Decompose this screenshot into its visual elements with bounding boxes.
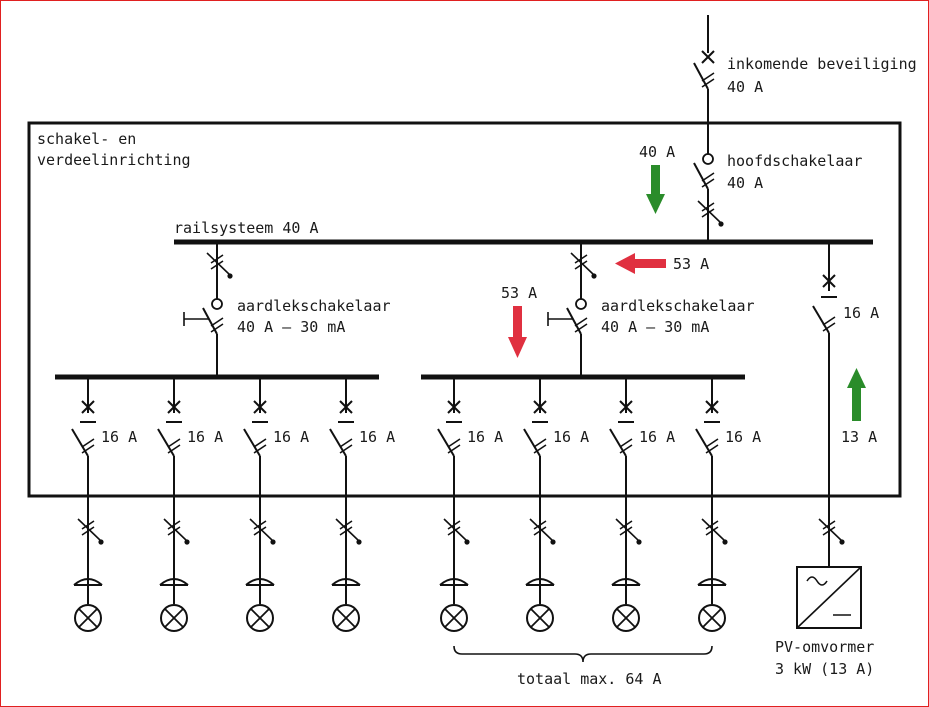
arrow-pv-up [847, 368, 866, 421]
pv-inverter [796, 566, 862, 629]
incoming-rating-label: 40 A [727, 78, 763, 96]
rcd-right-label: aardlekschakelaar [601, 297, 755, 315]
breaker-rating-label: 16 A [725, 428, 761, 446]
socket-symbol [697, 578, 727, 586]
group-circuit: 16 A [437, 377, 503, 632]
main-switch-rating: 40 A [727, 174, 763, 192]
breaker-rating-label: 16 A [467, 428, 503, 446]
isolator-dot [550, 539, 556, 545]
group-circuits: 16 A 16 A 16 A 16 A 16 A 16 A 16 A 16 A [71, 377, 761, 632]
pv-breaker-rating: 16 A [843, 304, 879, 322]
group-circuit: 16 A [329, 377, 395, 632]
group-circuit: 16 A [71, 377, 137, 632]
socket-symbol [159, 578, 189, 586]
socket-symbol [525, 578, 555, 586]
main-switch [693, 153, 724, 242]
isolator-dot [270, 539, 276, 545]
enclosure-label-2: verdeelinrichting [37, 151, 191, 169]
inverter-label-2: 3 kW (13 A) [775, 660, 874, 678]
socket-symbol [331, 578, 361, 586]
socket-symbol [611, 578, 641, 586]
isolator-dot [722, 539, 728, 545]
arrow-pv-value: 13 A [841, 428, 877, 446]
pv-breaker [812, 242, 845, 566]
enclosure-box [27, 121, 902, 498]
busbar-label: railsysteem 40 A [174, 219, 319, 237]
arrow-bus-value: 53 A [673, 255, 709, 273]
breaker-rating-label: 16 A [273, 428, 309, 446]
main-switch-label: hoofdschakelaar [727, 152, 862, 170]
total-label: totaal max. 64 A [517, 670, 662, 688]
breaker-rating-label: 16 A [101, 428, 137, 446]
rcd-left-rating: 40 A – 30 mA [237, 318, 345, 336]
group-circuit: 16 A [523, 377, 589, 632]
breaker-rating-label: 16 A [359, 428, 395, 446]
breaker-rating-label: 16 A [639, 428, 675, 446]
rcd-right-rating: 40 A – 30 mA [601, 318, 709, 336]
rcd-left-label: aardlekschakelaar [237, 297, 391, 315]
breaker-rating-label: 16 A [553, 428, 589, 446]
arrow-group-down [508, 306, 527, 358]
socket-symbol [439, 578, 469, 586]
rcd-left [183, 242, 233, 377]
isolator-dot [184, 539, 190, 545]
arrow-main-value: 40 A [639, 143, 675, 161]
isolator-dot [98, 539, 104, 545]
breaker-rating-label: 16 A [187, 428, 223, 446]
total-brace [453, 645, 713, 663]
group-circuit: 16 A [695, 377, 761, 632]
isolator-dot [356, 539, 362, 545]
group-circuit: 16 A [243, 377, 309, 632]
socket-symbol [245, 578, 275, 586]
arrow-bus-left [615, 253, 666, 274]
socket-symbol [73, 578, 103, 586]
incoming-feeder [693, 15, 715, 159]
incoming-protection-label: inkomende beveiliging [727, 55, 917, 73]
arrow-group-value: 53 A [501, 284, 537, 302]
arrow-main-down [646, 165, 665, 214]
group-circuit: 16 A [609, 377, 675, 632]
isolator-dot [636, 539, 642, 545]
isolator-dot [464, 539, 470, 545]
group-circuit: 16 A [157, 377, 223, 632]
inverter-label-1: PV-omvormer [775, 638, 874, 656]
enclosure-label-1: schakel- en [37, 130, 136, 148]
rcd-right [547, 242, 597, 377]
